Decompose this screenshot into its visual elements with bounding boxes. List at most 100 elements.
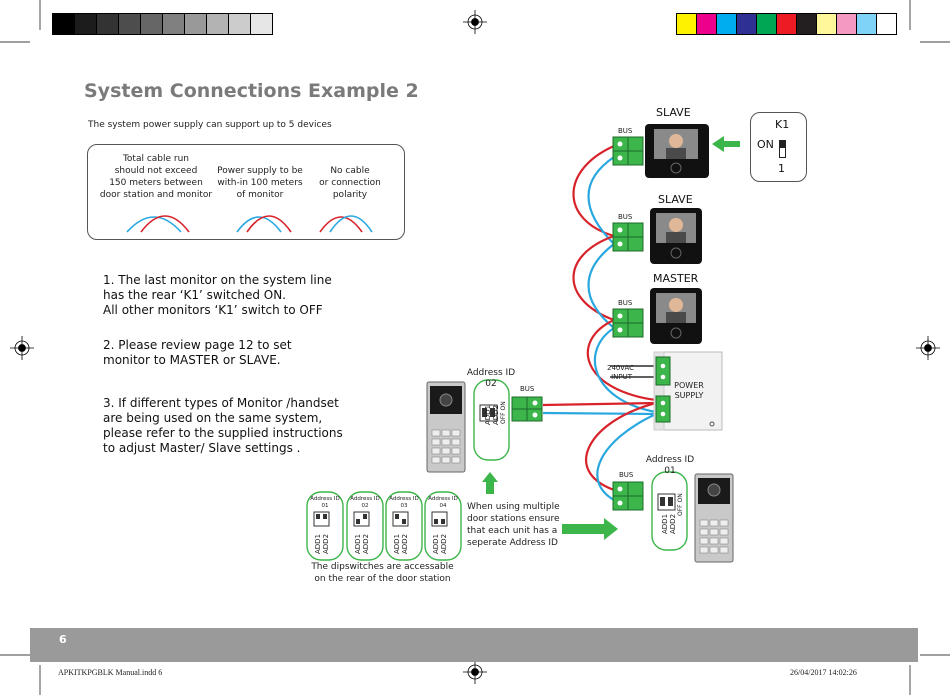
power-supply-image [653,351,723,431]
note-2: 2. Please review page 12 to set monitor … [103,338,292,367]
color-swatch [162,14,184,34]
monitor-label-master: MASTER [653,272,699,285]
monitor-label-slave-1: SLAVE [656,106,691,119]
power-supply-label: POWER SUPPLY [674,381,704,400]
monitor-master-image [650,288,702,344]
wire-red-ds-ps [542,401,657,407]
address-note: When using multiple door stations ensure… [467,502,560,548]
info-item-power-supply: Power supply to be with-in 100 meters of… [217,166,303,200]
slug-left: APKITKPGBLK Manual.indd 6 [58,668,163,677]
dip-oval-row-3 [385,491,423,561]
arrow-left-icon [712,136,740,152]
bus-terminal-monitor-1 [612,136,644,166]
dip-oval-bottom [651,471,688,551]
registration-mark-left [10,336,34,360]
bus-label-monitor-2: BUS [618,213,633,221]
color-swatch [756,14,776,34]
monitor-slave-1-image [645,124,709,178]
color-swatch [140,14,162,34]
wire-blue-m1-m2 [587,156,615,245]
color-swatch [736,14,756,34]
dip-oval-row-1 [306,491,344,561]
color-swatch [250,14,272,34]
wire-blue-ds-ps [542,411,657,416]
dip-labels-top: ADD1 ADD2 [484,404,500,425]
wire-blue-ps-ds2 [596,413,657,501]
bus-terminal-monitor-2 [612,222,644,252]
color-swatch [816,14,836,34]
bus-terminal-door-station-2 [511,396,543,422]
dip-switch-row-2-icon [353,511,370,527]
footer-bar [30,628,918,662]
color-swatch [876,14,896,34]
slug-right: 26/04/2017 14:02:26 [790,668,857,677]
color-bar-right [676,13,897,35]
dip-labels-bottom: ADD1 ADD2 [661,513,677,534]
color-swatch [796,14,816,34]
bus-label-monitor-1: BUS [618,127,633,135]
cable-arc-icons [126,215,373,233]
arrow-up-icon [482,472,498,494]
dip-row-2-address: Address ID 02 [350,496,380,509]
registration-mark-top [463,10,487,34]
color-swatch [696,14,716,34]
dip-row-1-labels: ADD1 ADD2 [314,533,330,554]
wire-red-m1-m2 [572,144,615,238]
dip-row-2-labels: ADD1 ADD2 [354,533,370,554]
color-bar-left [52,13,273,35]
note-3: 3. If different types of Monitor /handse… [103,396,343,455]
dip-row-3-address: Address ID 03 [389,496,419,509]
k1-bottom-label: 1 [778,162,785,175]
door-station-bottom-image [694,473,734,563]
color-swatch [677,14,696,34]
note-1: 1. The last monitor on the system line h… [103,273,332,317]
color-swatch [184,14,206,34]
dip-onoff-top: OFF ON [500,401,507,424]
registration-mark-bottom [463,660,487,684]
dip-switch-row-3-icon [392,511,409,527]
info-box [87,144,405,240]
address-id-bottom: Address ID 01 [645,455,695,476]
dip-switch-row-1-icon [313,511,330,527]
monitor-label-slave-2: SLAVE [658,193,693,206]
dip-oval-row-2 [346,491,384,561]
color-swatch [74,14,96,34]
dip-row-4-address: Address ID 04 [428,496,458,509]
arrow-right-icon [562,518,618,540]
dip-row-1-address: Address ID 01 [310,496,340,509]
color-swatch [206,14,228,34]
dip-row-4-labels: ADD1 ADD2 [432,533,448,554]
dip-switch-row-4-icon [431,511,448,527]
wire-blue-m2-m3 [587,243,615,329]
bus-terminal-door-station-1 [612,481,644,511]
color-swatch [118,14,140,34]
k1-switch-box [750,112,807,182]
color-swatch [836,14,856,34]
bus-label-monitor-3: BUS [618,299,633,307]
power-input-label: 240vAC INPUT [607,364,635,381]
dip-caption: The dipswitches are accessable on the re… [311,562,454,584]
wire-red-m3-ps [586,318,657,402]
k1-on-label: ON [757,138,774,151]
info-item-cable-run: Total cable run should not exceed 150 me… [99,154,213,200]
dip-onoff-bottom: OFF ON [677,493,684,516]
registration-mark-right [916,336,940,360]
door-station-top-image [426,381,466,473]
info-item-polarity: No cable or connection polarity [319,166,381,200]
color-swatch [716,14,736,34]
page-title: System Connections Example 2 [84,80,419,102]
color-swatch [53,14,74,34]
monitor-slave-2-image [650,208,702,264]
dip-oval-row-4 [424,491,462,561]
color-swatch [228,14,250,34]
bus-terminal-monitor-3 [612,308,644,338]
color-swatch [856,14,876,34]
bus-label-door-station-bottom: BUS [619,471,634,479]
dip-oval-top [473,379,510,461]
color-swatch [776,14,796,34]
k1-switch-icon [779,140,786,158]
bus-label-door-station-top: BUS [520,385,535,393]
dip-row-3-labels: ADD1 ADD2 [393,533,409,554]
